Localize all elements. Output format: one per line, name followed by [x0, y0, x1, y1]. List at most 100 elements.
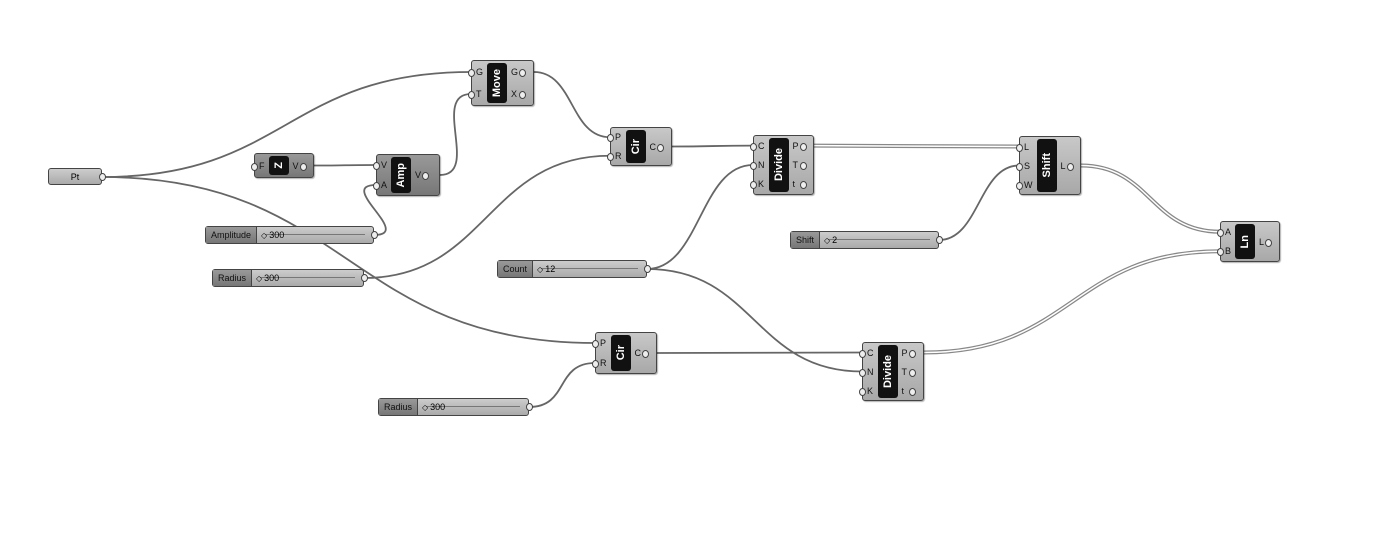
input-port[interactable]: P [607, 132, 622, 143]
wire[interactable] [363, 154, 611, 279]
slider-value[interactable]: 2 [820, 235, 837, 245]
input-port[interactable]: A [1216, 226, 1232, 237]
slider-value[interactable]: 12 [533, 264, 555, 274]
slider-value[interactable]: 300 [257, 230, 284, 240]
output-port[interactable] [936, 236, 943, 244]
wire[interactable] [646, 164, 754, 270]
wire[interactable] [439, 93, 472, 176]
output-port[interactable]: L [1060, 160, 1074, 171]
output-port[interactable]: C [634, 348, 648, 358]
output-port[interactable]: L [1259, 236, 1273, 247]
point-param[interactable]: Pt [48, 168, 106, 185]
input-port[interactable]: C [859, 347, 874, 358]
wire[interactable] [938, 164, 1020, 241]
amplitude-slider[interactable]: Amplitude300 [205, 226, 378, 244]
input-port[interactable]: G [467, 67, 484, 77]
input-port[interactable]: R [592, 358, 607, 368]
wire[interactable] [813, 144, 1020, 148]
output-port[interactable] [99, 173, 106, 181]
wire[interactable] [646, 268, 863, 373]
output-port[interactable]: t [902, 385, 916, 397]
slider-value[interactable]: 300 [252, 273, 279, 283]
output-port[interactable] [644, 265, 651, 273]
output-port[interactable]: G [511, 67, 527, 77]
output-port[interactable]: X [511, 89, 527, 99]
input-port[interactable]: F [251, 160, 265, 171]
wire[interactable] [923, 250, 1221, 354]
output-port[interactable]: V [292, 160, 307, 171]
component-label: Move [491, 68, 504, 98]
component-nickname: Divide [877, 345, 898, 398]
output-port[interactable] [361, 274, 368, 282]
output-port[interactable] [526, 403, 533, 411]
input-port[interactable]: S [1016, 160, 1033, 172]
component-label: Shift [1040, 153, 1053, 178]
output-port[interactable]: T [901, 366, 916, 377]
input-port[interactable]: B [1216, 246, 1232, 257]
shift-slider[interactable]: Shift2 [790, 231, 943, 249]
radius-slider[interactable]: Radius300 [212, 269, 368, 287]
radius-slider[interactable]: Radius300 [378, 398, 533, 416]
component-nickname: Amp [391, 157, 412, 193]
slider-track[interactable]: 300 [257, 227, 373, 243]
output-port[interactable] [371, 231, 378, 239]
output-port[interactable]: T [792, 159, 807, 170]
input-port[interactable]: N [859, 366, 874, 377]
input-port[interactable]: V [372, 160, 388, 170]
input-port[interactable]: A [372, 180, 388, 190]
output-ports: V [289, 154, 307, 177]
component-nickname: Move [487, 63, 508, 103]
wire[interactable] [101, 176, 596, 344]
component-label: Divide [881, 354, 894, 388]
output-port[interactable]: P [901, 347, 916, 358]
input-port[interactable]: W [1016, 179, 1033, 190]
wire[interactable] [101, 71, 472, 178]
output-port[interactable]: C [649, 141, 663, 152]
wire[interactable] [528, 362, 596, 408]
component-nickname: Z [268, 156, 289, 175]
input-port[interactable]: C [750, 140, 765, 151]
move-component[interactable]: G T Move G X [467, 60, 534, 106]
wire[interactable] [656, 351, 863, 354]
input-port[interactable]: R [607, 150, 622, 161]
output-port[interactable]: t [793, 178, 807, 190]
component-label: Ln [1239, 234, 1252, 249]
input-port[interactable]: L [1016, 141, 1033, 153]
component-label: Cir [629, 138, 642, 155]
wire[interactable] [533, 71, 611, 139]
wire[interactable] [363, 184, 387, 236]
output-ports: V [411, 155, 430, 195]
wire[interactable] [1080, 164, 1221, 233]
input-port[interactable]: K [859, 385, 874, 396]
input-port[interactable]: N [750, 159, 765, 170]
wire[interactable] [313, 164, 377, 167]
wire[interactable] [671, 144, 754, 148]
input-port[interactable]: P [592, 338, 607, 348]
component-label: Cir [614, 345, 627, 361]
slider-track[interactable]: 2 [820, 232, 938, 248]
slider-value[interactable]: 300 [418, 402, 445, 412]
output-port[interactable]: V [415, 170, 430, 180]
output-port[interactable]: P [792, 140, 807, 151]
input-port[interactable]: T [467, 89, 482, 99]
component-nickname: Divide [768, 138, 789, 192]
count-slider[interactable]: Count12 [497, 260, 651, 278]
slider-track[interactable]: 300 [418, 399, 528, 415]
component-label: Divide [772, 148, 785, 182]
component-label: Amp [395, 162, 408, 188]
input-port[interactable]: K [750, 179, 765, 190]
slider-track[interactable]: 300 [252, 270, 363, 286]
slider-track[interactable]: 12 [533, 261, 646, 277]
